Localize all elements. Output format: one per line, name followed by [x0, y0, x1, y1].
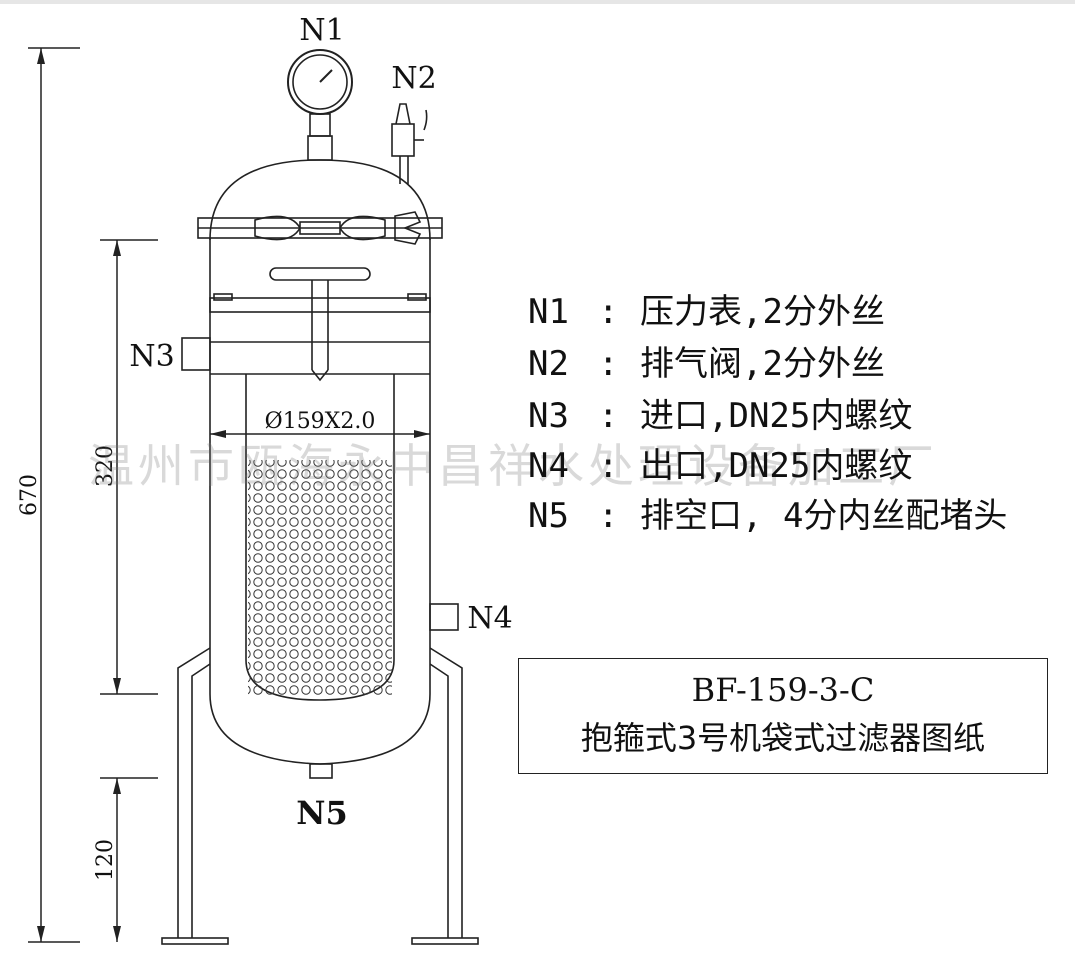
n4-outlet-pipe [429, 603, 459, 631]
support-ring [209, 297, 431, 313]
legend-item: N5: 排空口, 4分内丝配堵头 [528, 488, 1007, 536]
legend-sep: : [598, 292, 619, 332]
legend-item: N2: 排气阀,2分外丝 [528, 336, 885, 384]
bottom-dome [209, 693, 431, 765]
legend-desc: 压力表,2分外丝 [640, 292, 885, 332]
leg-right [429, 647, 463, 938]
legend-item: N1: 压力表,2分外丝 [528, 284, 885, 332]
title-name: 抱箍式3号机袋式过滤器图纸 [580, 719, 986, 757]
legend-code: N1 [528, 292, 569, 332]
clamp-wing-nut [394, 211, 422, 245]
legend-desc: 排气阀,2分外丝 [640, 344, 885, 384]
n5-drain-pipe [309, 763, 333, 779]
legend-sep: : [598, 344, 619, 384]
n3-label: N3 [129, 339, 174, 374]
dim-label-body: 320 [93, 445, 118, 487]
watermark: 温州市瓯海永中昌祥水处理设备加工厂 [88, 439, 938, 493]
n5-label: N5 [296, 794, 348, 832]
vent-valve [391, 123, 415, 157]
legend-sep: : [598, 446, 619, 486]
perforated-mesh [248, 460, 392, 696]
foot-left [161, 937, 229, 945]
title-block: BF-159-3-C 抱箍式3号机袋式过滤器图纸 [518, 658, 1048, 774]
dim-label-leg: 120 [93, 839, 118, 881]
legend-code: N5 [528, 496, 569, 536]
n3-inlet-pipe [181, 337, 211, 371]
legend-item: N3: 进口,DN25内螺纹 [528, 388, 912, 436]
foot-right [411, 937, 479, 945]
n2-label: N2 [391, 61, 436, 96]
top-border [0, 0, 1075, 4]
legend-code: N3 [528, 396, 569, 436]
legend-sep: : [598, 496, 619, 536]
n1-label: N1 [299, 13, 344, 48]
legend-desc: 出口,DN25内螺纹 [640, 446, 913, 486]
n4-label: N4 [467, 601, 512, 636]
dim-label-diameter: Ø159X2.0 [265, 409, 376, 434]
legend-sep: : [598, 396, 619, 436]
legend-code: N4 [528, 446, 569, 486]
dim-label-total: 670 [17, 474, 42, 516]
legend-desc: 进口,DN25内螺纹 [640, 396, 913, 436]
leg-left [177, 647, 211, 938]
title-model: BF-159-3-C [691, 671, 875, 709]
legend-desc: 排空口, 4分内丝配堵头 [640, 496, 1008, 536]
legend-item: N4: 出口,DN25内螺纹 [528, 438, 912, 486]
bag-handle [269, 267, 371, 281]
clamp-bolt [299, 221, 341, 235]
legend-code: N2 [528, 344, 569, 384]
